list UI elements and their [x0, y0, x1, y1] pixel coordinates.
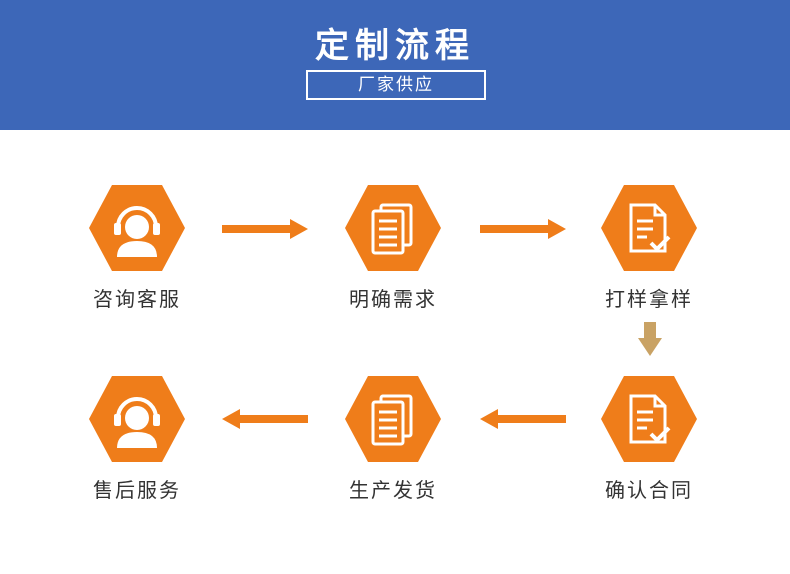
documents-icon — [371, 203, 413, 255]
step-production: 生产发货 — [338, 374, 448, 524]
header-banner: 定制流程 厂家供应 — [0, 0, 790, 130]
step-sampling: 打样拿样 — [594, 183, 704, 333]
hexagon-node — [345, 185, 441, 271]
checked-document-icon — [629, 394, 671, 444]
page-subtitle: 厂家供应 — [306, 70, 486, 100]
step-label: 明确需求 — [349, 287, 437, 311]
arrow-left-icon — [480, 409, 566, 429]
step-label: 生产发货 — [349, 478, 437, 502]
arrow-left-icon — [222, 409, 308, 429]
hexagon-node — [89, 376, 185, 462]
documents-icon — [371, 394, 413, 446]
step-label: 打样拿样 — [605, 287, 693, 311]
step-contract: 确认合同 — [594, 374, 704, 524]
arrow-down-icon — [638, 322, 662, 356]
hexagon-node — [601, 376, 697, 462]
hexagon-node — [89, 185, 185, 271]
hexagon-node — [601, 185, 697, 271]
step-label: 确认合同 — [605, 478, 693, 502]
arrow-right-icon — [480, 219, 566, 239]
checked-document-icon — [629, 203, 671, 253]
step-label: 售后服务 — [93, 478, 181, 502]
customer-service-icon — [114, 397, 160, 448]
customer-service-icon — [114, 206, 160, 257]
hexagon-node — [345, 376, 441, 462]
page-title: 定制流程 — [315, 26, 475, 66]
step-consult: 咨询客服 — [82, 183, 192, 333]
step-after-sales: 售后服务 — [82, 374, 192, 524]
step-label: 咨询客服 — [93, 287, 181, 311]
arrow-right-icon — [222, 219, 308, 239]
step-requirements: 明确需求 — [338, 183, 448, 333]
